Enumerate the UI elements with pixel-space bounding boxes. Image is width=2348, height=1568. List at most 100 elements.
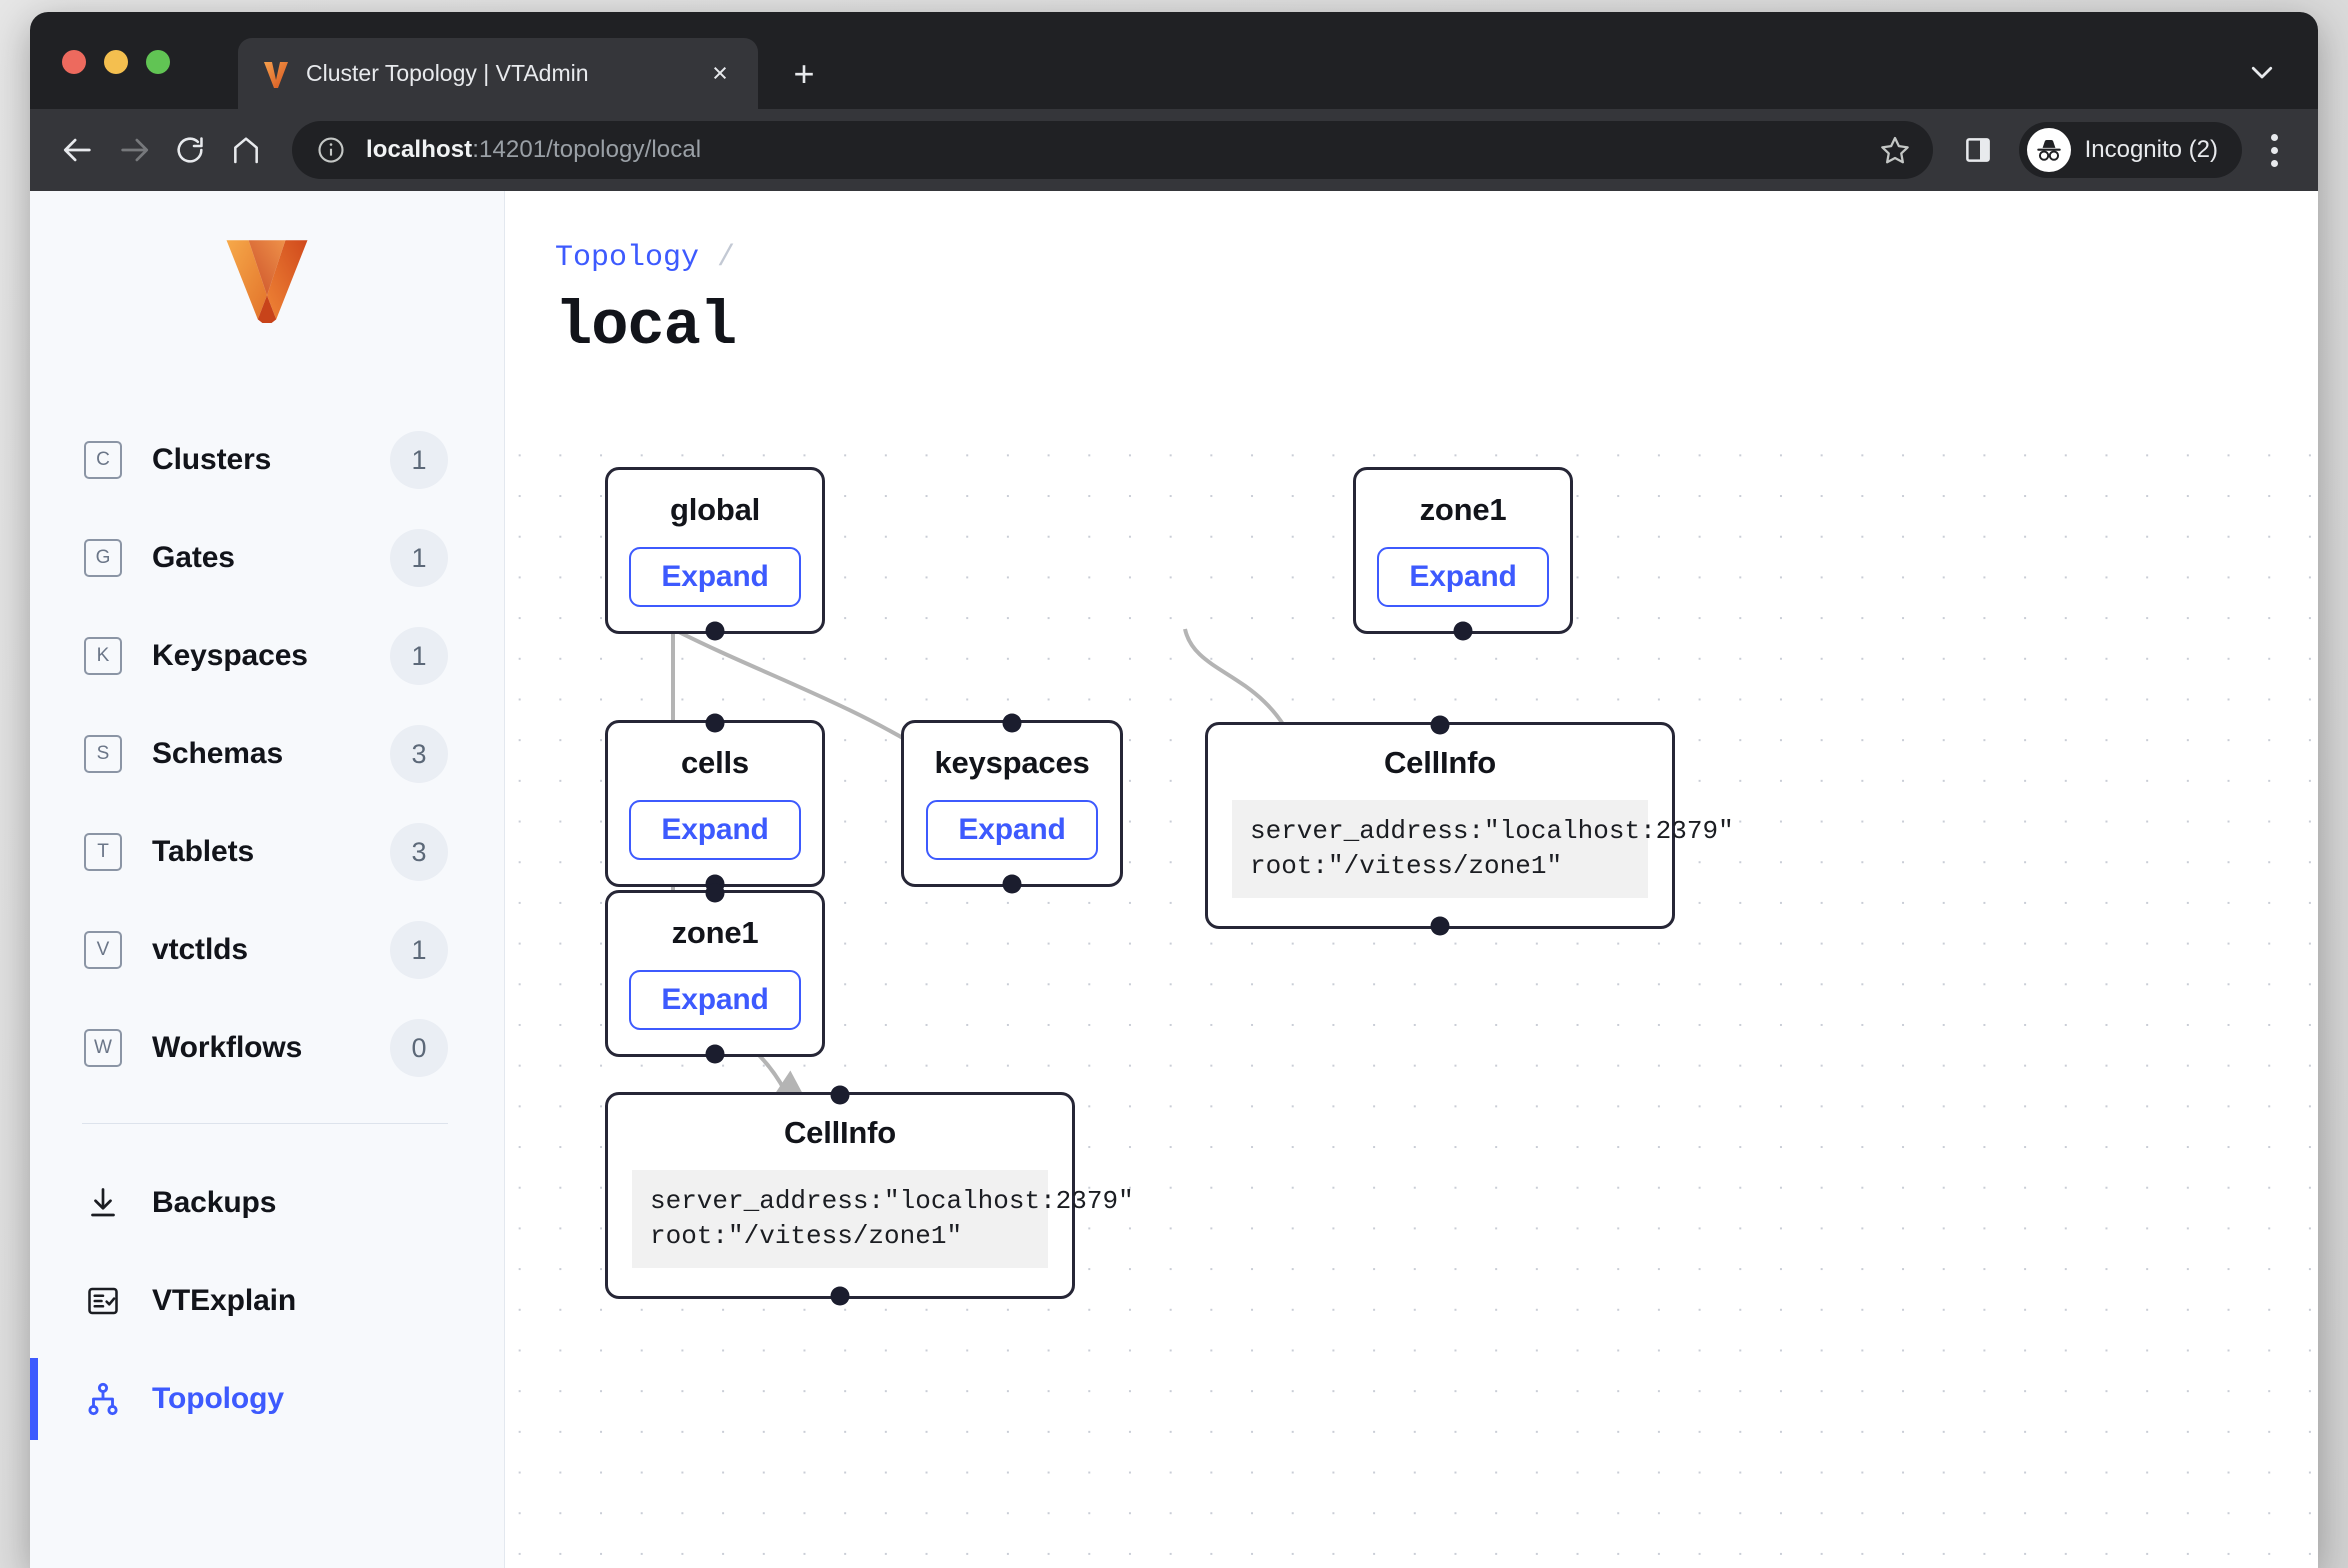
sidebar-item-count: 0: [390, 1019, 448, 1077]
topology-node-cellinfo-bottom[interactable]: CellInfo server_address:"localhost:2379"…: [605, 1085, 1134, 1306]
minimize-window-button[interactable]: [104, 50, 128, 74]
key-badge-icon: C: [82, 439, 124, 481]
topology-node-keyspaces[interactable]: keyspaces Expand: [901, 713, 1123, 893]
key-badge-icon: W: [82, 1027, 124, 1069]
tab-title: Cluster Topology | VTAdmin: [306, 60, 589, 86]
breadcrumb: Topology /: [555, 241, 735, 275]
topology-node-zone1-left[interactable]: zone1 Expand: [605, 883, 825, 1063]
sidebar-item-label: Tablets: [152, 835, 255, 868]
node-handle-top[interactable]: [705, 713, 725, 733]
forward-icon[interactable]: [106, 122, 162, 178]
sidebar-item-tablets[interactable]: T Tablets 3: [64, 803, 470, 901]
reload-icon[interactable]: [162, 122, 218, 178]
sidebar-item-label: Workflows: [152, 1031, 303, 1064]
sidebar-item-label: Topology: [152, 1382, 284, 1415]
download-icon: [82, 1182, 124, 1224]
info-circle-icon[interactable]: [316, 135, 346, 165]
edge-global-keyspaces: [672, 627, 949, 766]
page-viewport: C Clusters 1 G Gates 1 K Keyspaces 1 S S…: [30, 191, 2318, 1568]
sidebar-item-label: Backups: [152, 1186, 277, 1219]
sidebar-item-workflows[interactable]: W Workflows 0: [64, 999, 470, 1097]
node-handle-bottom[interactable]: [1430, 916, 1450, 936]
node-handle-top[interactable]: [1002, 713, 1022, 733]
key-badge-icon: V: [82, 929, 124, 971]
node-handle-bottom[interactable]: [830, 1286, 850, 1306]
key-badge-icon: K: [82, 635, 124, 677]
node-title: CellInfo: [783, 1115, 897, 1150]
sidebar-item-label: vtctlds: [152, 933, 248, 966]
url-host: localhost: [366, 136, 473, 163]
node-handle-top[interactable]: [1430, 715, 1450, 735]
node-handle-top[interactable]: [830, 1085, 850, 1105]
sidebar-item-gates[interactable]: G Gates 1: [64, 509, 470, 607]
node-handle-top[interactable]: [705, 883, 725, 903]
topology-canvas[interactable]: global Expand cells Expand keyspaces Exp…: [505, 421, 2318, 1568]
incognito-icon: [2026, 128, 2071, 172]
expand-button[interactable]: Expand: [926, 800, 1098, 860]
bookmark-star-icon[interactable]: [1871, 126, 1919, 174]
key-badge-icon: S: [82, 733, 124, 775]
expand-button[interactable]: Expand: [629, 547, 801, 607]
node-handle-bottom[interactable]: [705, 1044, 725, 1063]
sidebar-item-label: Gates: [152, 541, 235, 574]
browser-window: Cluster Topology | VTAdmin × +: [30, 12, 2318, 1568]
browser-tab[interactable]: Cluster Topology | VTAdmin ×: [238, 38, 758, 109]
topology-icon: [82, 1378, 124, 1420]
new-tab-button[interactable]: +: [793, 53, 815, 94]
chevron-down-icon[interactable]: [2244, 54, 2280, 90]
side-panel-icon[interactable]: [1951, 123, 2005, 177]
sidebar-item-clusters[interactable]: C Clusters 1: [64, 411, 470, 509]
node-handle-bottom[interactable]: [705, 621, 725, 640]
sidebar-item-count: 1: [390, 627, 448, 685]
cellinfo-code: server_address:"localhost:2379" root:"/v…: [1232, 800, 1734, 899]
node-title: zone1: [671, 915, 759, 950]
url-text: localhost:14201/topology/local: [366, 136, 1871, 164]
breadcrumb-separator: /: [717, 241, 736, 275]
topology-node-cells[interactable]: cells Expand: [605, 713, 825, 893]
tab-strip: Cluster Topology | VTAdmin × +: [30, 12, 2318, 109]
sidebar-item-label: VTExplain: [152, 1284, 297, 1317]
sidebar-item-count: 1: [390, 431, 448, 489]
expand-button[interactable]: Expand: [629, 800, 801, 860]
sidebar-divider: [82, 1123, 448, 1124]
node-title: keyspaces: [934, 745, 1090, 780]
breadcrumb-link-topology[interactable]: Topology: [555, 241, 700, 275]
kebab-menu-icon[interactable]: [2250, 126, 2298, 174]
close-tab-button[interactable]: ×: [712, 58, 728, 88]
sidebar-item-schemas[interactable]: S Schemas 3: [64, 705, 470, 803]
topology-node-cellinfo-right[interactable]: CellInfo server_address:"localhost:2379"…: [1205, 715, 1734, 936]
close-window-button[interactable]: [62, 50, 86, 74]
back-icon[interactable]: [50, 122, 106, 178]
sidebar-item-count: 1: [390, 921, 448, 979]
home-icon[interactable]: [218, 122, 274, 178]
expand-button[interactable]: Expand: [629, 970, 801, 1030]
sidebar-item-keyspaces[interactable]: K Keyspaces 1: [64, 607, 470, 705]
active-indicator: [30, 1358, 38, 1440]
node-handle-bottom[interactable]: [1453, 621, 1473, 640]
node-title: CellInfo: [1383, 745, 1497, 780]
key-badge-icon: T: [82, 831, 124, 873]
cellinfo-code: server_address:"localhost:2379" root:"/v…: [632, 1170, 1134, 1269]
profile-button[interactable]: Incognito (2): [2018, 122, 2242, 178]
vitess-v-icon: [260, 58, 292, 90]
sidebar-item-label: Keyspaces: [152, 639, 308, 672]
node-title: global: [669, 492, 761, 527]
main-content: Topology / local: [505, 191, 2318, 1568]
url-path: :14201/topology/local: [472, 136, 702, 163]
sidebar-item-vtexplain[interactable]: VTExplain: [64, 1252, 470, 1350]
sidebar-item-label: Schemas: [152, 737, 284, 770]
topology-node-global[interactable]: global Expand: [605, 467, 825, 640]
maximize-window-button[interactable]: [146, 50, 170, 74]
node-handle-bottom[interactable]: [1002, 874, 1022, 893]
key-badge-icon: G: [82, 537, 124, 579]
node-title: cells: [681, 745, 749, 780]
sidebar-item-vtctlds[interactable]: V vtctlds 1: [64, 901, 470, 999]
sidebar-item-backups[interactable]: Backups: [64, 1154, 470, 1252]
address-bar[interactable]: localhost:14201/topology/local: [292, 121, 1933, 179]
topology-node-zone1-right[interactable]: zone1 Expand: [1353, 467, 1573, 640]
sidebar-primary-nav: C Clusters 1 G Gates 1 K Keyspaces 1 S S…: [30, 411, 504, 1448]
vitess-logo[interactable]: [30, 231, 504, 323]
expand-button[interactable]: Expand: [1377, 547, 1549, 607]
browser-toolbar: localhost:14201/topology/local: [30, 109, 2318, 191]
sidebar-item-topology[interactable]: Topology: [30, 1350, 470, 1448]
